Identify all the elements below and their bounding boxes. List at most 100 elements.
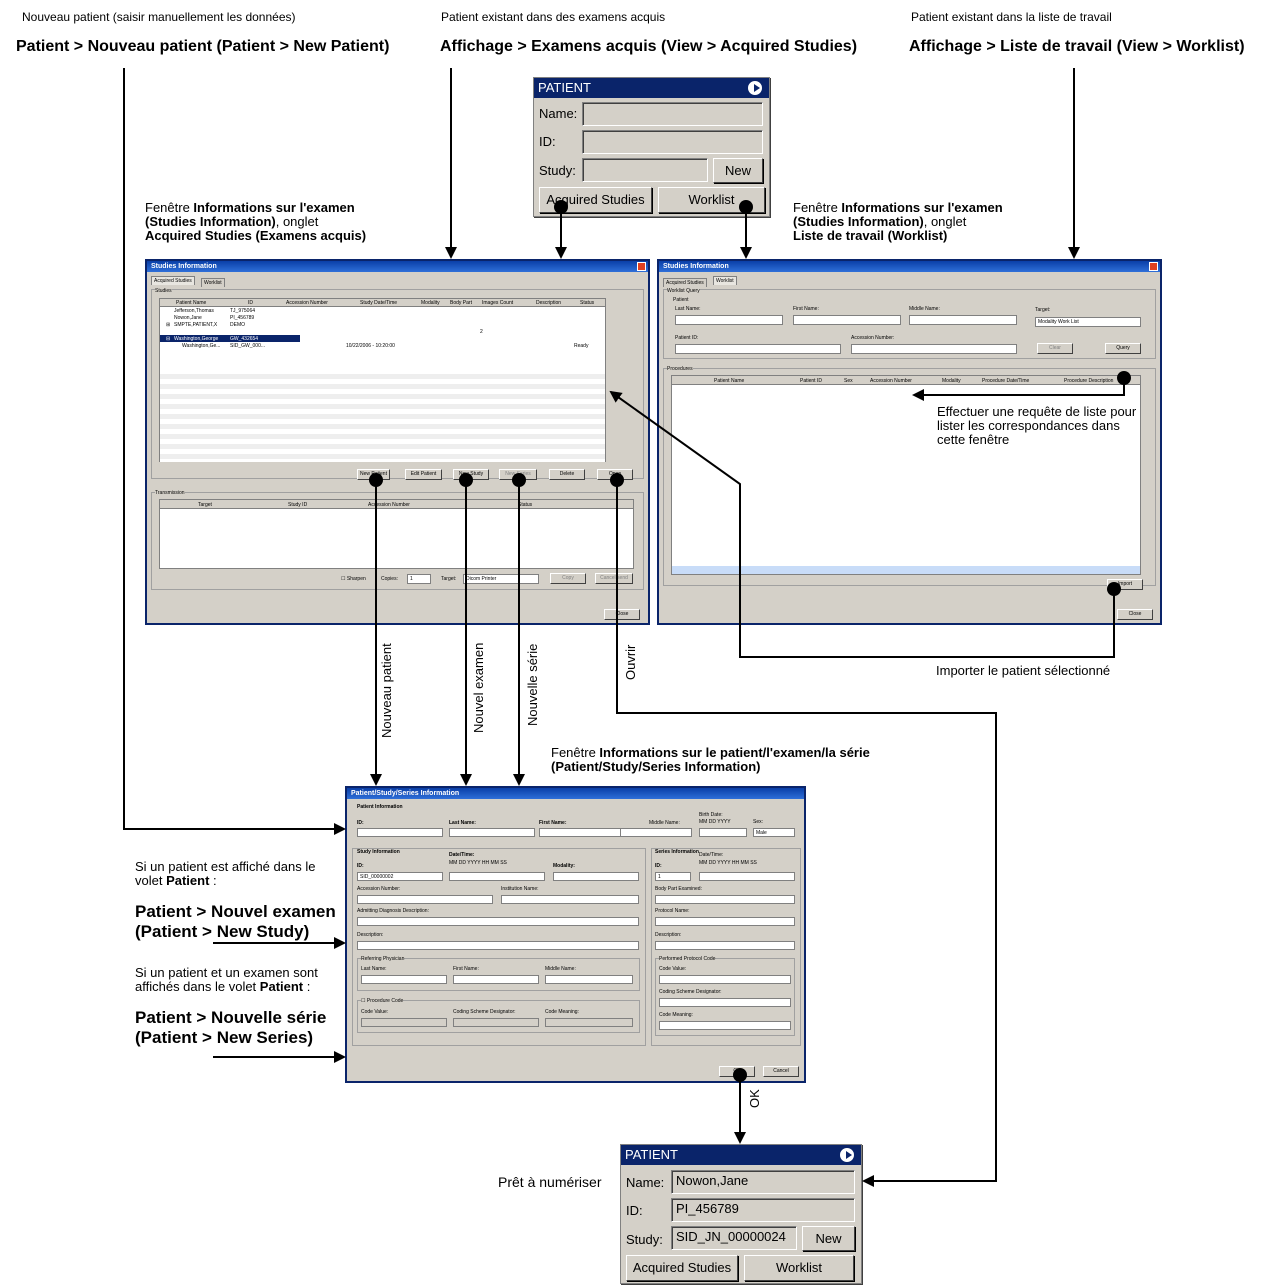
copies-select[interactable]: 1 — [407, 574, 431, 584]
accession-input[interactable] — [851, 344, 1017, 354]
proc-col-header[interactable]: Modality — [942, 378, 961, 384]
tx-col-header[interactable]: Status — [518, 502, 533, 508]
col-header[interactable]: Images Count — [482, 300, 514, 306]
table-row[interactable]: Jefferson,Thomas — [174, 308, 214, 314]
cancel-send-button[interactable]: Cancel send — [595, 573, 633, 584]
close-button[interactable]: Close — [604, 609, 640, 620]
acquired-desc: Patient existant dans des examens acquis — [441, 10, 666, 24]
tx-col-header[interactable]: Target — [198, 502, 212, 508]
ref-last-input[interactable] — [361, 975, 447, 984]
series-datetime-input[interactable] — [699, 872, 795, 881]
delete-button[interactable]: Delete — [549, 469, 585, 480]
middle-name-input[interactable] — [909, 315, 1017, 325]
col-header[interactable]: Accession Number — [286, 300, 328, 306]
horizontal-scrollbar[interactable] — [672, 566, 1140, 574]
middle-name-input[interactable] — [620, 828, 692, 837]
study-field[interactable] — [582, 158, 708, 182]
col-header[interactable]: Modality — [421, 300, 440, 306]
protocol-input[interactable] — [655, 917, 795, 926]
studies-window-acquired: Studies Information Acquired Studies Wor… — [145, 259, 650, 625]
col-header[interactable]: ID — [248, 300, 253, 306]
proc-col-header[interactable]: Accession Number — [870, 378, 912, 384]
tab-worklist[interactable]: Worklist — [201, 278, 225, 287]
birth-date-input[interactable] — [699, 828, 747, 837]
perf-code-meaning-select[interactable] — [659, 1021, 791, 1030]
new-button[interactable]: New — [713, 158, 763, 183]
series-description-label: Description: — [655, 932, 682, 938]
tab-acquired-studies[interactable]: Acquired Studies — [151, 276, 195, 285]
series-description-input[interactable] — [655, 941, 795, 950]
tx-col-header[interactable]: Study ID — [288, 502, 308, 508]
col-header[interactable]: Status — [580, 300, 595, 306]
col-header[interactable]: Description — [536, 300, 562, 306]
clear-button[interactable]: Clear — [1037, 343, 1073, 354]
patient-info-label: Patient Information — [357, 804, 403, 810]
perf-code-value-select[interactable] — [659, 975, 791, 984]
copy-button[interactable]: Copy — [550, 573, 586, 584]
table-row[interactable]: Nowon,Jane — [174, 315, 202, 321]
proc-col-header[interactable]: Sex — [844, 378, 853, 384]
modality-select[interactable] — [553, 872, 639, 881]
sharpen-checkbox[interactable]: ☐ Sharpen — [341, 576, 366, 582]
tx-col-header[interactable]: Accession Number — [368, 502, 410, 508]
proc-col-header[interactable]: Patient Name — [714, 378, 745, 384]
target-select[interactable]: Modality Work List — [1035, 317, 1141, 327]
ref-first-input[interactable] — [453, 975, 539, 984]
close-icon[interactable] — [1149, 262, 1158, 271]
arrow-query — [912, 378, 1125, 401]
procedure-code-checkbox[interactable]: ☐ Procedure Code — [361, 998, 404, 1004]
proc-col-header[interactable]: Procedure Date/Time — [982, 378, 1030, 384]
last-name-input[interactable] — [675, 315, 783, 325]
tab-acquired-studies[interactable]: Acquired Studies — [663, 278, 707, 287]
admitting-input[interactable] — [357, 917, 639, 926]
institution-input[interactable] — [501, 895, 639, 904]
first-name-input[interactable] — [793, 315, 901, 325]
accession-input[interactable] — [357, 895, 493, 904]
proc-col-header[interactable]: Patient ID — [800, 378, 822, 384]
acquired-studies-button[interactable]: Acquired Studies — [626, 1255, 738, 1281]
table-row-selected[interactable]: Washington,George — [174, 336, 219, 342]
code-meaning-select[interactable] — [545, 1018, 633, 1027]
edit-patient-button[interactable]: Edit Patient — [405, 469, 442, 480]
series-id-input[interactable]: 1 — [655, 872, 691, 881]
col-header[interactable]: Patient Name — [176, 300, 207, 306]
connector-dot — [739, 200, 753, 214]
import-button[interactable]: Import — [1107, 579, 1143, 590]
sex-select[interactable]: Male — [753, 828, 795, 837]
new-series-condition: Si un patient et un examen sont affichés… — [135, 965, 318, 994]
cancel-button[interactable]: Cancel — [763, 1066, 799, 1077]
study-field[interactable]: SID_JN_00000024 — [671, 1226, 797, 1250]
proc-col-header[interactable]: Procedure Description — [1064, 378, 1114, 384]
study-datetime-input[interactable] — [449, 872, 545, 881]
ref-last-label: Last Name: — [361, 966, 387, 972]
patient-id-input[interactable] — [357, 828, 443, 837]
transmission-group — [151, 492, 644, 590]
name-field[interactable]: Nowon,Jane — [671, 1170, 855, 1194]
close-icon[interactable] — [637, 262, 646, 271]
id-field[interactable] — [582, 130, 763, 154]
table-row[interactable]: SMPTE,PATIENT,X — [174, 322, 218, 328]
col-header[interactable]: Body Part — [450, 300, 472, 306]
col-header[interactable]: Study Date/Time — [360, 300, 398, 306]
ref-middle-input[interactable] — [545, 975, 633, 984]
name-field[interactable] — [582, 102, 763, 126]
description-input[interactable] — [357, 941, 639, 950]
body-part-select[interactable] — [655, 895, 795, 904]
worklist-button[interactable]: Worklist — [744, 1255, 854, 1281]
expand-arrow-icon[interactable] — [839, 1147, 855, 1163]
last-name-input[interactable] — [449, 828, 535, 837]
close-button[interactable]: Close — [1117, 609, 1153, 620]
perf-coding-scheme-select[interactable] — [659, 998, 791, 1007]
window-title-bar: Studies Information — [147, 261, 648, 272]
id-field[interactable]: PI_456789 — [671, 1198, 855, 1222]
expand-arrow-icon[interactable] — [747, 80, 763, 96]
table-row[interactable]: Washington,Ge... — [182, 343, 221, 349]
coding-scheme-select[interactable] — [453, 1018, 539, 1027]
study-id-input[interactable]: SID_00000002 — [357, 872, 443, 881]
patient-id-input[interactable] — [675, 344, 841, 354]
tab-worklist[interactable]: Worklist — [713, 276, 737, 285]
query-button[interactable]: Query — [1105, 343, 1141, 354]
target-select[interactable]: Dicom Printer — [463, 574, 539, 584]
code-value-select[interactable] — [361, 1018, 447, 1027]
new-button[interactable]: New — [802, 1226, 855, 1251]
